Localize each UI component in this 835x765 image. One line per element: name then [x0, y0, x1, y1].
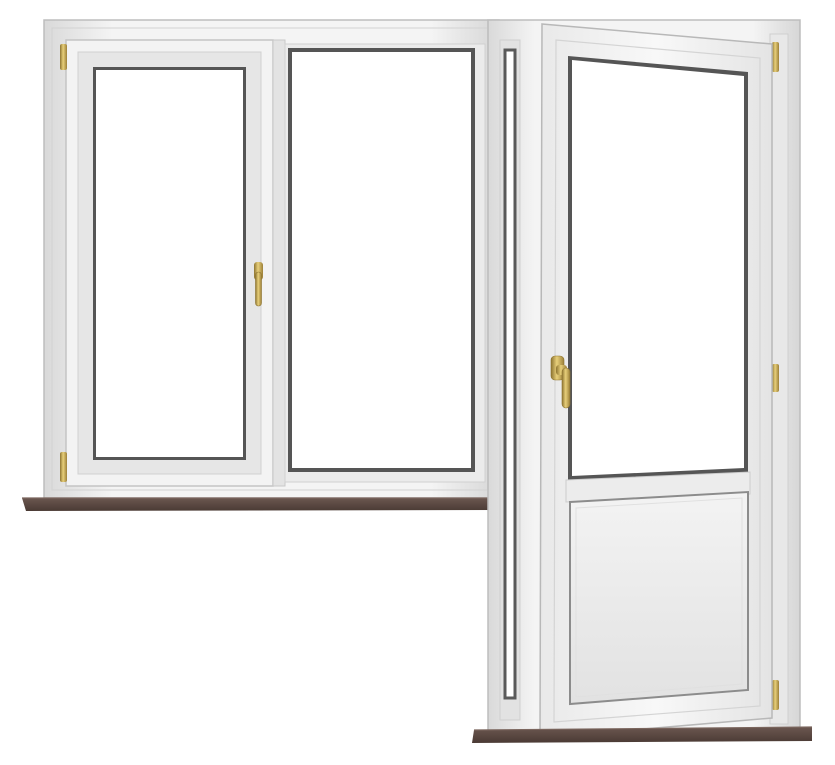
center-glass-pane: [292, 52, 471, 468]
door-opening-gap: [503, 48, 517, 700]
hinge-icon: [772, 42, 779, 72]
window-mullion: [272, 39, 286, 487]
hinge-icon: [772, 680, 779, 710]
center-fixed-pane: [284, 43, 486, 483]
hinge-icon: [772, 364, 779, 392]
door-handle-icon[interactable]: [550, 355, 571, 409]
door-threshold-sill: [472, 726, 813, 743]
door-lower-panel: [569, 490, 749, 706]
window-sill: [22, 497, 498, 511]
balcony-door-leaf[interactable]: [539, 23, 773, 739]
window-handle-icon[interactable]: [254, 262, 263, 307]
hinge-icon: [60, 44, 67, 70]
door-glass-pane: [572, 60, 744, 476]
left-casement-sash[interactable]: [65, 39, 274, 487]
hinge-icon: [60, 452, 67, 482]
left-glass-pane: [96, 70, 243, 457]
